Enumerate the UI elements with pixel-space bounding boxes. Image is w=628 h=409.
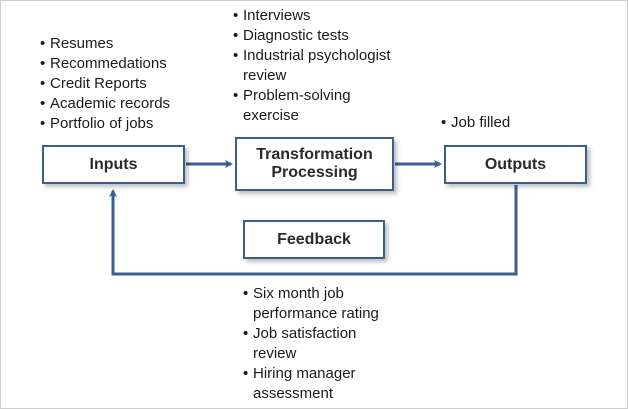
feedback-loop-arrow <box>109 185 518 276</box>
transformation-processing-box: Transformation Processing <box>235 137 394 191</box>
list-item: Portfolio of jobs <box>40 114 170 134</box>
outputs-box: Outputs <box>444 145 587 184</box>
process-bullet-list: Interviews Diagnostic tests Industrial p… <box>233 6 393 126</box>
list-item: Resumes <box>40 34 170 54</box>
list-item: Academic records <box>40 94 170 114</box>
inputs-label: Inputs <box>89 155 138 173</box>
feedback-bullet-list: Six month job performance rating Job sat… <box>243 284 403 404</box>
list-item: Six month job performance rating <box>243 284 403 324</box>
inputs-box: Inputs <box>42 145 185 184</box>
list-item: Industrial psychologist review <box>233 46 393 86</box>
outputs-label: Outputs <box>484 155 547 173</box>
processing-label: Processing <box>271 164 358 181</box>
list-item: Recommedations <box>40 54 170 74</box>
list-item: Credit Reports <box>40 74 170 94</box>
list-item: Job filled <box>441 113 510 133</box>
transformation-label: Transformation <box>256 146 373 163</box>
feedback-label: Feedback <box>277 230 351 248</box>
list-item: Problem-solving exercise <box>233 86 373 126</box>
outputs-bullet-list: Job filled <box>441 113 510 133</box>
list-item: Hiring manager assessment <box>243 364 378 404</box>
inputs-bullet-list: Resumes Recommedations Credit Reports Ac… <box>40 34 170 134</box>
list-item: Interviews <box>233 6 393 26</box>
feedback-box: Feedback <box>243 220 385 259</box>
list-item: Diagnostic tests <box>233 26 393 46</box>
list-item: Job satisfaction review <box>243 324 378 364</box>
